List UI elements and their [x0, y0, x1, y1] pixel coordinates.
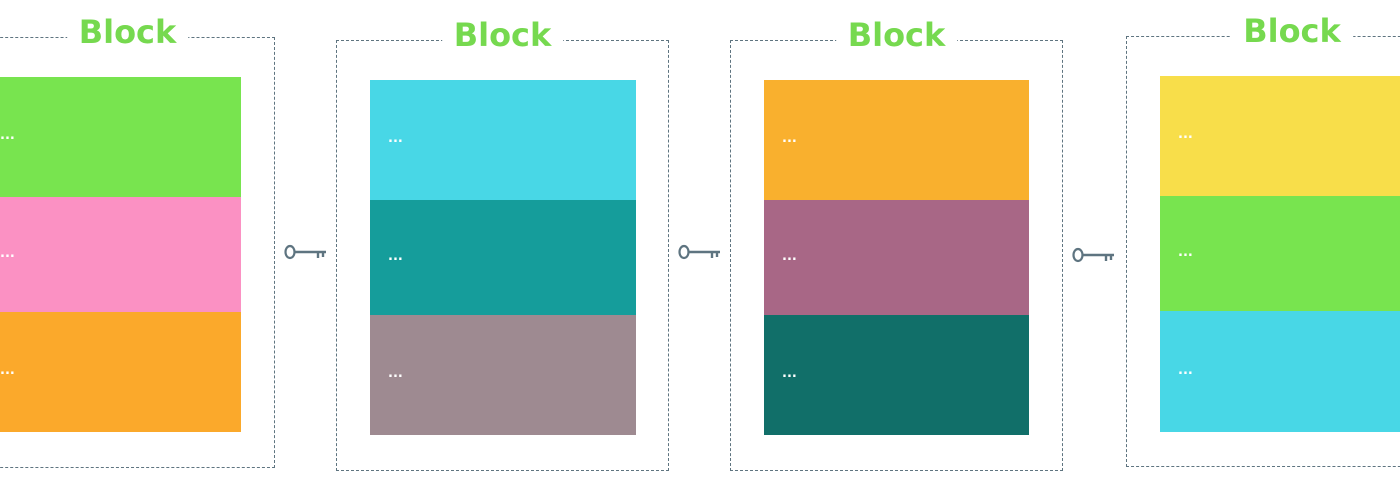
- cell-ellipsis: ...: [1178, 362, 1193, 378]
- block-3-cell-3: ...: [764, 315, 1029, 435]
- block-1-cell-1: ...: [0, 77, 241, 197]
- block-3-cell-1: ...: [764, 80, 1029, 200]
- block-4-cell-2: ...: [1160, 196, 1400, 311]
- block-4: Block: [1126, 11, 1400, 467]
- block-title: Block: [1231, 11, 1353, 51]
- cell-ellipsis: ...: [782, 131, 797, 146]
- key-icon: [284, 244, 326, 260]
- block-2-cell-1: ...: [370, 80, 636, 200]
- key-icon: [678, 244, 720, 260]
- cell-ellipsis: ...: [1178, 244, 1193, 260]
- block-3: Block: [730, 15, 1063, 471]
- block-2-cell-3: ...: [370, 315, 636, 435]
- block-title: Block: [66, 12, 189, 52]
- cell-ellipsis: ...: [388, 248, 403, 264]
- block-4-cell-3: ...: [1160, 311, 1400, 432]
- block-title: Block: [441, 15, 564, 55]
- cell-ellipsis: ...: [0, 128, 15, 143]
- cell-ellipsis: ...: [0, 245, 15, 261]
- block-4-cell-1: ...: [1160, 76, 1400, 196]
- key-icon: [1072, 247, 1114, 263]
- cell-ellipsis: ...: [388, 131, 403, 146]
- block-1: Block: [0, 12, 275, 468]
- cell-ellipsis: ...: [782, 248, 797, 264]
- block-4-stack: ... ... ...: [1160, 76, 1400, 432]
- block-3-stack: ... ... ...: [764, 80, 1029, 435]
- cell-ellipsis: ...: [0, 363, 15, 378]
- block-1-cell-3: ...: [0, 312, 241, 432]
- cell-ellipsis: ...: [782, 366, 797, 381]
- block-2-stack: ... ... ...: [370, 80, 636, 435]
- block-2: Block: [336, 15, 669, 471]
- block-1-cell-2: ...: [0, 197, 241, 312]
- cell-ellipsis: ...: [388, 366, 403, 381]
- block-2-cell-2: ...: [370, 200, 636, 315]
- block-1-stack: ... ... ...: [0, 77, 241, 432]
- cell-ellipsis: ...: [1178, 127, 1193, 142]
- block-title: Block: [835, 15, 958, 55]
- block-3-cell-2: ...: [764, 200, 1029, 315]
